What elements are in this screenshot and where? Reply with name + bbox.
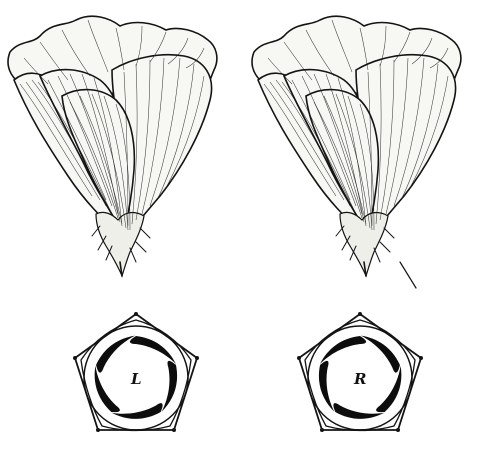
left-aestivation-diagram: L: [73, 312, 199, 435]
right-aestivation-diagram: R: [297, 312, 423, 435]
diagram-letter-left: L: [130, 370, 142, 388]
diagram-letter-right: R: [353, 370, 366, 388]
right-flower: [252, 16, 461, 288]
pointer-line: [400, 262, 416, 288]
left-flower: [8, 16, 217, 276]
